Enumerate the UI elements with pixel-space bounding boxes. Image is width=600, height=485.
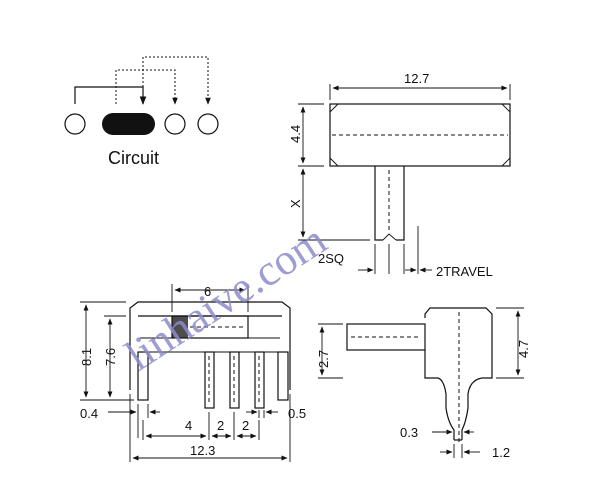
front-view: 6 8.1 7.6 0.4 0.5 4 2 2 12.3 bbox=[79, 284, 306, 462]
travel-label: 2TRAVEL bbox=[436, 264, 493, 279]
pin-width-label-side: 0.3 bbox=[400, 425, 418, 440]
pin-length-label-side: 1.2 bbox=[492, 445, 510, 460]
watermark-text: linhaive.com bbox=[117, 215, 335, 381]
position-c-line bbox=[142, 56, 211, 105]
switch-body-top bbox=[329, 103, 511, 167]
length-label: 12.3 bbox=[190, 443, 215, 458]
pin-spacing-c-label: 2 bbox=[242, 418, 249, 433]
pin-spacing-a-label: 4 bbox=[185, 418, 192, 433]
pin-spacing-b-label: 2 bbox=[217, 418, 224, 433]
height-label: 4.4 bbox=[288, 125, 303, 143]
side-view: 2.7 4.7 0.3 1.2 bbox=[316, 307, 531, 460]
lever-side bbox=[346, 323, 426, 351]
lever-right bbox=[396, 166, 405, 241]
pin-width-label: 0.4 bbox=[80, 406, 98, 421]
switch-body-front bbox=[129, 301, 291, 390]
contact-bar bbox=[102, 113, 155, 135]
terminal-1 bbox=[64, 113, 86, 135]
lever-left bbox=[374, 166, 383, 241]
lever-height-label: X bbox=[288, 199, 303, 208]
lever-height-label-side: 2.7 bbox=[316, 350, 331, 368]
position-b-line bbox=[115, 69, 178, 105]
height-body-label: 7.6 bbox=[103, 348, 118, 366]
position-a-line bbox=[74, 86, 147, 105]
switch-body-side bbox=[424, 307, 493, 379]
lever-size-label: 2SQ bbox=[318, 251, 344, 266]
width-label: 12.7 bbox=[404, 71, 429, 86]
circuit-caption: Circuit bbox=[108, 148, 159, 168]
body-height-label-side: 4.7 bbox=[516, 340, 531, 358]
circuit-diagram: Circuit bbox=[64, 56, 219, 168]
terminal-3 bbox=[164, 113, 186, 135]
pins bbox=[137, 351, 289, 409]
lever-width-label: 6 bbox=[204, 284, 211, 299]
pin-gap-label: 0.5 bbox=[288, 406, 306, 421]
terminal-4 bbox=[197, 113, 219, 135]
top-view: 12.7 4.4 X 2SQ 2TRAVEL bbox=[288, 71, 511, 279]
height-total-label: 8.1 bbox=[79, 348, 94, 366]
